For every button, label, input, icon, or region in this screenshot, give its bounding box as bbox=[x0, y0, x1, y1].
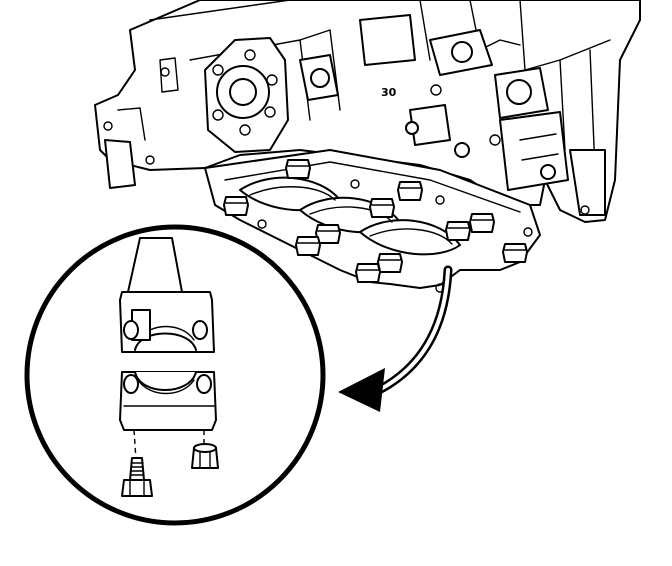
front-cover-plate bbox=[204, 37, 289, 153]
callout-arrow-icon bbox=[338, 265, 453, 412]
engine-block-illustration: 30 bbox=[94, 0, 641, 293]
casting-mark-text: 30 bbox=[381, 86, 397, 99]
rod-nut-icon bbox=[191, 443, 219, 469]
block-left-details bbox=[103, 57, 179, 189]
rod-bearing-cap-icon bbox=[119, 371, 217, 431]
bedplate-holes bbox=[257, 179, 533, 293]
alignment-guide-lines bbox=[133, 429, 205, 461]
rod-cap-nuts bbox=[223, 159, 528, 283]
block-right-details bbox=[489, 67, 606, 216]
rod-bolt-icon bbox=[121, 457, 153, 497]
connecting-rod-icon bbox=[119, 237, 215, 353]
block-middle-details: 30 bbox=[299, 14, 493, 158]
